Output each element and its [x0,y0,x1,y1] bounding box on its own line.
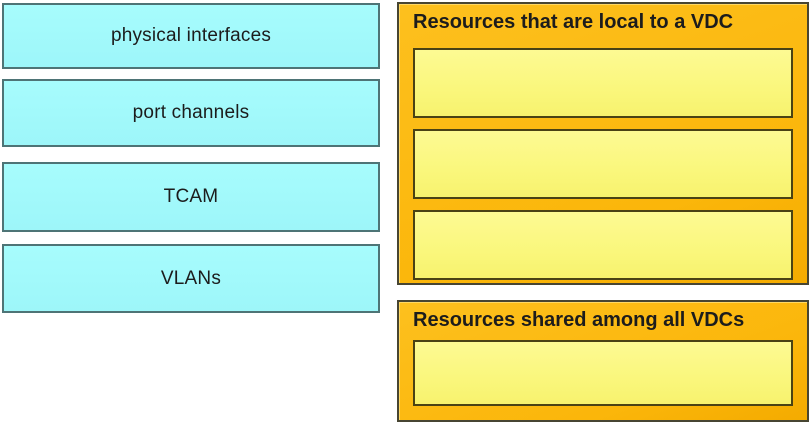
drop-slot-shared-1[interactable] [413,340,793,406]
drag-item-port-channels[interactable]: port channels [2,79,380,147]
drop-slot-local-1[interactable] [413,48,793,118]
drag-item-label: port channels [132,102,250,123]
drag-item-tcam[interactable]: TCAM [2,162,380,232]
drag-item-label: VLANs [160,267,222,289]
drag-item-label: physical interfaces [110,25,272,46]
target-panel-local-to-vdc: Resources that are local to a VDC [397,2,809,285]
drop-slot-local-2[interactable] [413,129,793,199]
target-panel-title: Resources shared among all VDCs [413,309,745,331]
target-panel-shared-all-vdcs: Resources shared among all VDCs [397,300,809,422]
drag-item-vlans[interactable]: VLANs [2,244,380,313]
drop-slot-local-3[interactable] [413,210,793,280]
drag-item-physical-interfaces[interactable]: physical interfaces [2,3,380,69]
target-panel-title: Resources that are local to a VDC [413,11,734,33]
drag-item-label: TCAM [163,186,219,207]
